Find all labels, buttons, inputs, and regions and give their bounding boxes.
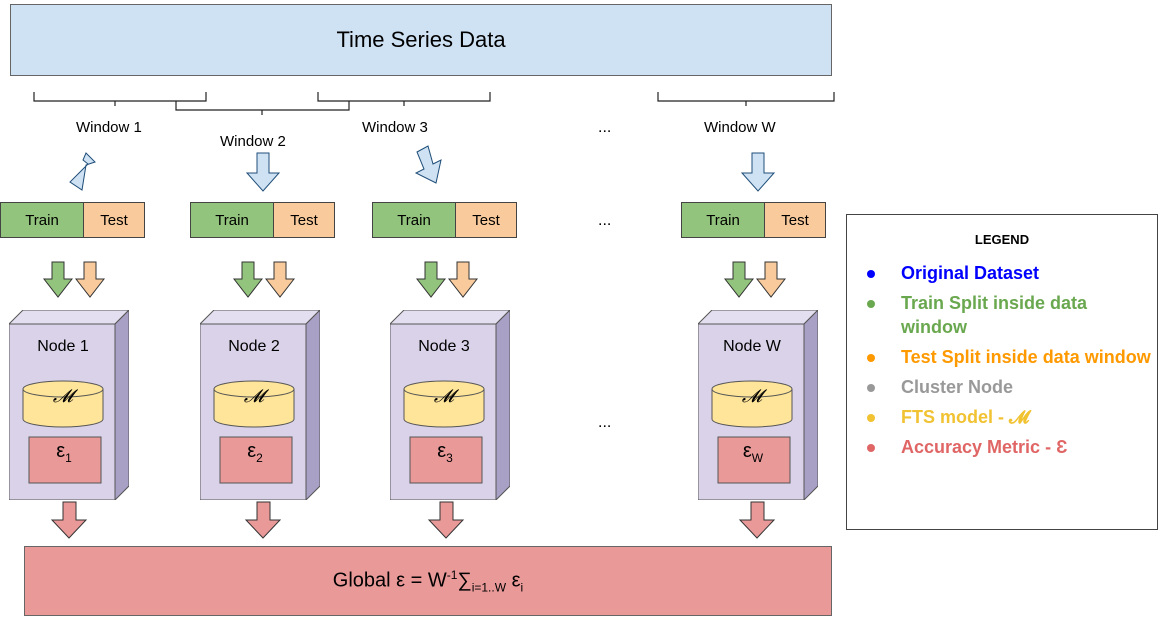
- window-1-label: Window 1: [76, 119, 142, 136]
- legend-dot-icon: [867, 444, 875, 452]
- legend-item: Original Dataset: [867, 261, 1157, 285]
- metric-label: ε3: [437, 440, 453, 465]
- legend-dot-icon: [867, 300, 875, 308]
- legend-dot-icon: [867, 354, 875, 362]
- window-3-label: Window 3: [362, 119, 428, 136]
- cluster-node-1: Node 1 𝓜 ε1: [9, 310, 129, 500]
- test-split: Test: [765, 203, 825, 237]
- train-split: Train: [373, 203, 456, 237]
- global-metric-formula: Global ε = W-1∑i=1..W εi: [332, 567, 524, 595]
- node-label: Node W: [723, 338, 781, 355]
- window-2-arrow: [245, 152, 281, 192]
- train-split: Train: [191, 203, 274, 237]
- test-split: Test: [84, 203, 144, 237]
- window-3-arrow: [414, 145, 442, 184]
- window-1-arrow: [69, 152, 96, 191]
- model-label: 𝓜: [433, 386, 455, 407]
- window-1-brace: [33, 92, 207, 106]
- model-label: 𝓜: [741, 386, 763, 407]
- ellipsis-splits: ...: [598, 212, 612, 229]
- window-2-brace: [175, 101, 350, 115]
- split-window-2: Train Test: [190, 202, 335, 238]
- legend-list: Original Dataset Train Split inside data…: [867, 261, 1157, 465]
- metric-label: ε2: [247, 440, 263, 465]
- test-split: Test: [274, 203, 334, 237]
- window-w-brace: [657, 92, 835, 106]
- legend-item: Train Split inside data window: [867, 291, 1157, 339]
- model-label: 𝓜: [243, 386, 265, 407]
- node-label: Node 2: [228, 338, 280, 355]
- metric-label: εW: [742, 440, 764, 465]
- cluster-node-3: Node 3 𝓜 ε3: [390, 310, 510, 500]
- window-3-brace: [317, 92, 491, 106]
- window-w-arrow: [740, 152, 776, 192]
- split-window-1: Train Test: [0, 202, 145, 238]
- legend-title: LEGEND: [974, 232, 1030, 247]
- legend-dot-icon: [867, 384, 875, 392]
- cluster-node-2: Node 2 𝓜 ε2: [200, 310, 320, 500]
- test-split: Test: [456, 203, 516, 237]
- node-label: Node 1: [37, 338, 89, 355]
- ellipsis-windows: ...: [598, 119, 612, 136]
- window-2-label: Window 2: [220, 133, 286, 150]
- time-series-title: Time Series Data: [336, 27, 506, 52]
- metric-label: ε1: [56, 440, 72, 465]
- train-split: Train: [682, 203, 765, 237]
- time-series-data-box: Time Series Data: [10, 4, 832, 76]
- legend-item: FTS model - 𝓜: [867, 405, 1157, 429]
- legend-item: Test Split inside data window: [867, 345, 1157, 369]
- split-window-w: Train Test: [681, 202, 826, 238]
- global-metric-box: Global ε = W-1∑i=1..W εi: [24, 546, 832, 616]
- legend-dot-icon: [867, 414, 875, 422]
- model-label: 𝓜: [52, 386, 74, 407]
- train-split: Train: [1, 203, 84, 237]
- ellipsis-nodes: ...: [598, 414, 612, 431]
- window-w-label: Window W: [704, 119, 776, 136]
- legend-item: Cluster Node: [867, 375, 1157, 399]
- node-label: Node 3: [418, 338, 470, 355]
- legend-dot-icon: [867, 270, 875, 278]
- cluster-node-w: Node W 𝓜 εW: [698, 310, 818, 500]
- split-window-3: Train Test: [372, 202, 517, 238]
- legend-item: Accuracy Metric - Ɛ: [867, 435, 1157, 459]
- legend-box: LEGEND Original Dataset Train Split insi…: [846, 214, 1158, 530]
